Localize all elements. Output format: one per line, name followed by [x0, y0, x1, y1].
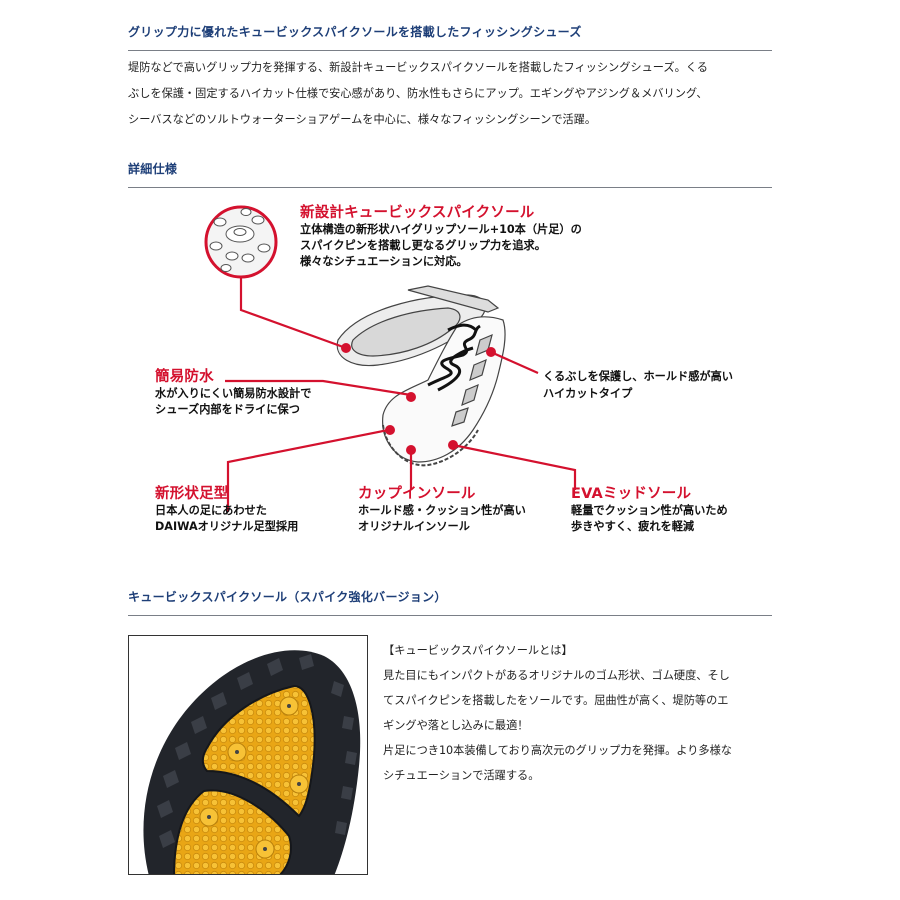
intro-line: 堤防などで高いグリップ力を発揮する、新設計キュービックスパイクソールを搭載したフ… — [128, 61, 708, 74]
description-title: 【キュービックスパイクソールとは】 — [383, 644, 573, 657]
callout-text: スパイクピンを搭載し更なるグリップ力を追求。 — [300, 239, 546, 252]
leader-lines — [225, 278, 577, 512]
callout-text: くるぶしを保護し、ホールド感が高い — [543, 370, 733, 383]
section-heading-spike-version: キュービックスパイクソール（スパイク強化バージョン） — [128, 588, 772, 616]
spike-sole-image — [143, 650, 361, 874]
callout-text: 水が入りにくい簡易防水設計で — [155, 387, 312, 400]
spike-detail-magnifier-icon — [204, 205, 278, 279]
callout-text: 様々なシチュエーションに対応。 — [300, 255, 468, 268]
spike-sole-description: 【キュービックスパイクソールとは】 見た目にもインパクトがあるオリジナルのゴム形… — [383, 638, 778, 788]
callout-text: 歩きやすく、疲れを軽減 — [571, 520, 695, 533]
callout-last: 新形状足型 日本人の足にあわせた DAIWAオリジナル足型採用 — [155, 485, 298, 535]
callout-title: 新形状足型 — [155, 486, 229, 502]
callout-text: オリジナルインソール — [358, 520, 470, 533]
intro-paragraph: 堤防などで高いグリップ力を発揮する、新設計キュービックスパイクソールを搭載したフ… — [128, 55, 778, 133]
section-heading-specs: 詳細仕様 — [128, 160, 772, 188]
callout-title: EVAミッドソール — [571, 486, 692, 502]
boot-outline — [336, 285, 506, 467]
callout-spike-sole: 新設計キュービックスパイクソール 立体構造の新形状ハイグリップソール+10本（片… — [300, 204, 582, 270]
callout-title: 新設計キュービックスパイクソール — [300, 205, 535, 221]
laces — [427, 323, 481, 392]
description-line: シチュエーションで活躍する。 — [383, 769, 540, 782]
callout-dots — [341, 343, 496, 455]
description-line: 見た目にもインパクトがあるオリジナルのゴム形状、ゴム硬度、そし — [383, 669, 730, 682]
intro-line: シーバスなどのソルトウォーターショアゲームを中心に、様々なフィッシングシーンで活… — [128, 113, 597, 126]
callout-waterproof: 簡易防水 水が入りにくい簡易防水設計で シューズ内部をドライに保つ — [155, 368, 311, 418]
callout-text: DAIWAオリジナル足型採用 — [155, 520, 299, 533]
sole-photo — [128, 635, 368, 875]
callout-eva-midsole: EVAミッドソール 軽量でクッション性が高いため 歩きやすく、疲れを軽減 — [571, 485, 728, 535]
callout-text: 日本人の足にあわせた — [155, 504, 267, 517]
intro-line: ぶしを保護・固定するハイカット仕様で安心感があり、防水性もさらにアップ。エギング… — [128, 87, 708, 100]
callout-text: ホールド感・クッション性が高い — [358, 504, 526, 517]
spike-pins — [199, 696, 309, 859]
description-line: てスパイクピンを搭載したをソールです。屈曲性が高く、堤防等のエ — [383, 694, 729, 707]
description-line: 片足につき10本装備しており高次元のグリップ力を発揮。より多様な — [383, 744, 732, 757]
shoe-feature-diagram: 新設計キュービックスパイクソール 立体構造の新形状ハイグリップソール+10本（片… — [128, 190, 772, 550]
description-line: ギングや落とし込みに最適！ — [383, 719, 529, 732]
callout-text: ハイカットタイプ — [543, 387, 633, 400]
shoe-illustration — [204, 205, 577, 512]
callout-title: 簡易防水 — [155, 369, 214, 385]
callout-title: カップインソール — [358, 486, 476, 502]
callout-text: 軽量でクッション性が高いため — [571, 504, 728, 517]
callout-text: 立体構造の新形状ハイグリップソール+10本（片足）の — [300, 223, 582, 236]
section-heading-intro: グリップ力に優れたキュービックスパイクソールを搭載したフィッシングシューズ — [128, 23, 772, 51]
callout-insole: カップインソール ホールド感・クッション性が高い オリジナルインソール — [358, 485, 526, 535]
callout-high-cut: くるぶしを保護し、ホールド感が高い ハイカットタイプ — [543, 368, 733, 402]
callout-text: シューズ内部をドライに保つ — [155, 403, 300, 416]
